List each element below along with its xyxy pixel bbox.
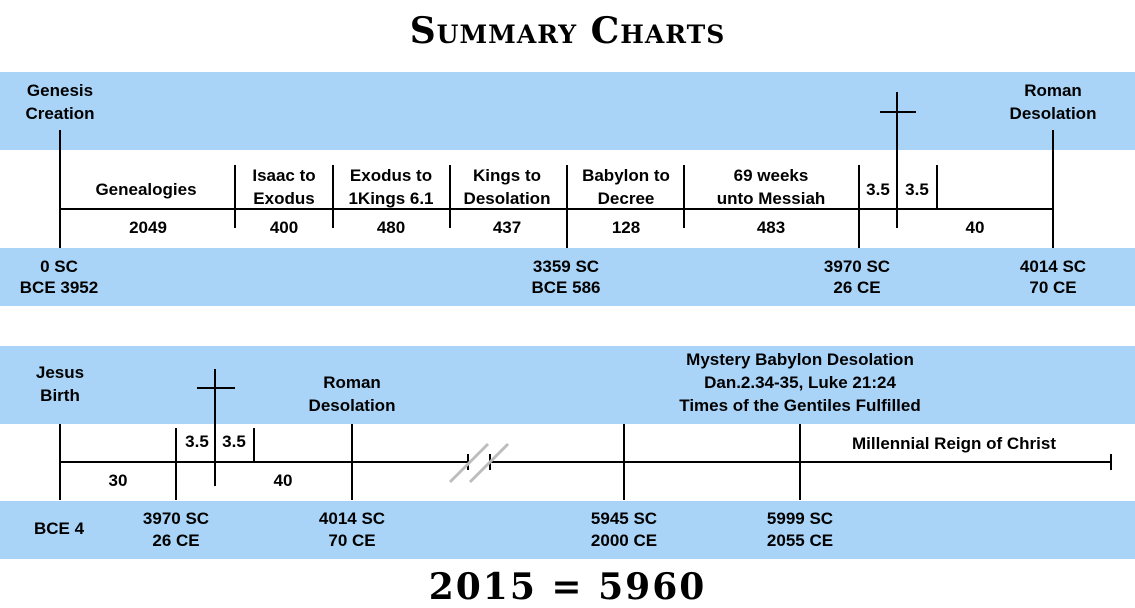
chart2-date-line1: BCE 4 — [33, 519, 85, 538]
chart2-roman-desolation-label: Roman Desolation — [308, 373, 396, 415]
chart2-jesus-birth-label: Jesus Birth — [35, 363, 85, 405]
chart1-roman-desolation-label: Roman Desolation — [1009, 81, 1097, 123]
chart1-segment-value: 128 — [611, 218, 641, 237]
chart2-top-band — [0, 346, 1135, 424]
chart1-date-line2: BCE 586 — [531, 278, 601, 297]
chart1-date-line2: BCE 3952 — [19, 278, 99, 297]
chart2-half-week-label: 3.5 — [222, 432, 246, 451]
chart1-segment-label: Genealogies — [95, 180, 197, 199]
chart1-date-line1: 3359 SC — [532, 257, 600, 276]
chart1-segment-value: 480 — [376, 218, 406, 237]
chart1-half-week-label: 3.5 — [866, 180, 890, 199]
chart1-half-week-label: 3.5 — [905, 180, 929, 199]
chart1-segment-value: 40 — [965, 218, 985, 237]
chart2-millennial-label: Millennial Reign of Christ — [851, 434, 1057, 453]
chart1-date-line2: 26 CE — [833, 278, 881, 297]
chart1-segment-value: 483 — [756, 218, 786, 237]
chart1-date-line1: 3970 SC — [823, 257, 891, 276]
chart1-date-line1: 4014 SC — [1019, 257, 1087, 276]
chart1-segment-value: 2049 — [129, 218, 167, 237]
chart2-segment-value: 40 — [273, 471, 293, 490]
chart1-date-line2: 70 CE — [1029, 278, 1077, 297]
footer-equation: 2015 = 5960 — [428, 566, 707, 608]
chart1-segment-label: 69 weeks unto Messiah — [716, 166, 826, 208]
chart2-mystery-babylon-label: Mystery Babylon Desolation Dan.2.34-35, … — [679, 350, 921, 415]
chart2-date-line2: 70 CE — [328, 531, 376, 550]
chart1-segment-label: Isaac to Exodus — [252, 166, 316, 208]
chart2-date-line2: 26 CE — [152, 531, 200, 550]
chart2-date-line2: 2000 CE — [590, 531, 658, 550]
chart2-date-line1: 5945 SC — [590, 509, 658, 528]
chart2-date-line1: 3970 SC — [142, 509, 210, 528]
chart1-date-line1: 0 SC — [40, 257, 78, 276]
chart2-date-line1: 5999 SC — [766, 509, 834, 528]
chart2-bottom-band — [0, 501, 1135, 559]
chart1-segment-value: 437 — [492, 218, 522, 237]
chart2-date-line1: 4014 SC — [318, 509, 386, 528]
page-title: Summary Charts — [409, 10, 726, 52]
chart1-segment-label: Babylon to Decree — [582, 166, 670, 208]
chart2-segment-value: 30 — [108, 471, 128, 490]
chart1-genesis-label: Genesis Creation — [25, 81, 95, 123]
chart2-half-week-label: 3.5 — [185, 432, 209, 451]
chart2-date-line2: 2055 CE — [766, 531, 834, 550]
chart1-segment-label: Exodus to 1Kings 6.1 — [348, 166, 434, 208]
chart1-bottom-band — [0, 248, 1135, 306]
chart1-segment-label: Kings to Desolation — [463, 166, 551, 208]
chart1-top-band — [0, 72, 1135, 150]
chart1-segment-value: 400 — [269, 218, 299, 237]
